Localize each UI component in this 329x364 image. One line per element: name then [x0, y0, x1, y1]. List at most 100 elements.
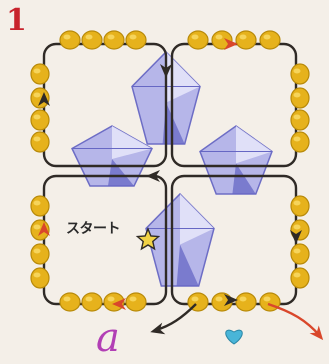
bead-v-14	[290, 243, 310, 265]
bead-h-8-body	[59, 292, 81, 312]
bead-v-3	[30, 131, 50, 153]
bead-v-13-shine	[293, 224, 301, 230]
bead-v-4-body	[290, 63, 310, 85]
bead-h-14-body	[235, 292, 257, 312]
crystal-top-facet-dark	[162, 102, 185, 144]
start-label: スタート	[66, 221, 121, 237]
bead-h-0	[59, 30, 81, 50]
bead-h-9-body	[81, 292, 103, 312]
crystal-left	[71, 125, 153, 187]
bead-v-2-body	[30, 109, 50, 131]
bead-h-0-shine	[63, 34, 71, 40]
bead-h-11	[125, 292, 147, 312]
bead-v-5	[290, 87, 310, 109]
bead-v-10-shine	[33, 248, 41, 254]
crystal-bottom	[145, 192, 215, 287]
arrowhead-icon	[38, 92, 50, 106]
bead-v-2	[30, 109, 50, 131]
bead-v-9-shine	[33, 224, 41, 230]
crystal-right-facet-light	[236, 126, 272, 164]
bead-h-6	[235, 30, 257, 50]
bead-h-11-body	[125, 292, 147, 312]
bead-h-2-shine	[107, 34, 115, 40]
arrowhead-icon	[150, 322, 166, 335]
bead-v-6-body	[290, 109, 310, 131]
bead-v-12-shine	[293, 200, 301, 206]
bead-v-0	[30, 63, 50, 85]
crystal-bottom-facet-dark	[176, 244, 199, 286]
bead-h-10-shine	[107, 296, 115, 302]
bead-h-1-shine	[85, 34, 93, 40]
arrowhead-icon	[290, 230, 302, 244]
bead-v-10	[30, 243, 50, 265]
heart-icon	[225, 329, 243, 345]
bead-h-8-shine	[63, 296, 71, 302]
bead-h-14	[235, 292, 257, 312]
thread-tail-right	[267, 302, 321, 337]
arrowhead-icon	[309, 325, 324, 341]
arrowhead-icon	[112, 298, 126, 310]
arrowhead-icon	[146, 170, 160, 182]
bead-v-15-shine	[293, 272, 301, 278]
bead-h-8	[59, 292, 81, 312]
bead-v-4-shine	[293, 68, 301, 74]
bead-v-14-shine	[293, 248, 301, 254]
bead-v-1-shine	[33, 92, 41, 98]
bead-h-7-body	[259, 30, 281, 50]
crystal-bottom-facet-light	[180, 194, 214, 245]
bead-h-3-body	[125, 30, 147, 50]
bead-h-7-shine	[263, 34, 271, 40]
step-number: 1	[6, 3, 27, 38]
arrowhead-icon	[38, 222, 50, 236]
bead-v-6	[290, 109, 310, 131]
bead-v-7-shine	[293, 136, 301, 142]
bead-v-4	[290, 63, 310, 85]
bead-h-14-shine	[239, 296, 247, 302]
bead-v-11-body	[30, 267, 50, 289]
bead-v-11	[30, 267, 50, 289]
bead-h-1	[81, 30, 103, 50]
bead-h-4-shine	[191, 34, 199, 40]
star-icon	[135, 227, 161, 251]
bead-h-9	[81, 292, 103, 312]
bead-h-11-shine	[129, 296, 137, 302]
bead-v-8-shine	[33, 200, 41, 206]
bead-h-3-shine	[129, 34, 137, 40]
bead-v-15	[290, 267, 310, 289]
arrowhead-icon	[224, 38, 238, 50]
bead-v-3-body	[30, 131, 50, 153]
corner-label-a: a	[96, 315, 120, 361]
bead-v-5-shine	[293, 92, 301, 98]
bead-h-13-shine	[215, 296, 223, 302]
bead-v-12-body	[290, 195, 310, 217]
bead-h-15-shine	[263, 296, 271, 302]
bead-v-11-shine	[33, 272, 41, 278]
bead-h-2-body	[103, 30, 125, 50]
bead-h-6-shine	[239, 34, 247, 40]
arrowhead-icon	[224, 294, 238, 306]
bead-v-3-shine	[33, 136, 41, 142]
bead-v-14-body	[290, 243, 310, 265]
bead-v-8	[30, 195, 50, 217]
crystal-right	[199, 125, 273, 195]
bead-h-9-shine	[85, 296, 93, 302]
bead-v-8-body	[30, 195, 50, 217]
bead-v-2-shine	[33, 114, 41, 120]
crystal-left-facet-light	[112, 126, 152, 159]
bead-h-6-body	[235, 30, 257, 50]
bead-h-12-shine	[191, 296, 199, 302]
bead-v-0-body	[30, 63, 50, 85]
bead-v-1	[30, 87, 50, 109]
bead-h-1-body	[81, 30, 103, 50]
crystal-top-facet-light	[166, 52, 200, 103]
crystal-right-facet-dark	[232, 163, 256, 194]
bead-h-5-shine	[215, 34, 223, 40]
bead-h-7	[259, 30, 281, 50]
bead-v-6-shine	[293, 114, 301, 120]
bead-v-7-body	[290, 131, 310, 153]
bead-v-15-body	[290, 267, 310, 289]
bead-h-4-body	[187, 30, 209, 50]
bead-h-4	[187, 30, 209, 50]
